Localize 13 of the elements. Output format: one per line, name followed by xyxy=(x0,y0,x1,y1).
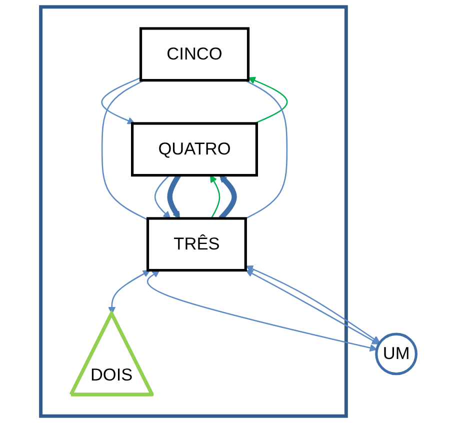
cluster xyxy=(39,5,348,418)
arrow xyxy=(248,76,288,124)
arrow xyxy=(154,174,171,219)
arrow xyxy=(146,270,378,352)
arrow xyxy=(108,270,150,314)
arrow xyxy=(101,77,142,124)
node-box: QUATRO xyxy=(131,122,258,177)
connector xyxy=(244,80,288,220)
node-box: CINCO xyxy=(139,27,250,82)
arrow xyxy=(210,174,220,219)
connector xyxy=(101,80,148,220)
node-circle: UM xyxy=(375,332,418,376)
node-box: TRÊS xyxy=(146,217,247,272)
